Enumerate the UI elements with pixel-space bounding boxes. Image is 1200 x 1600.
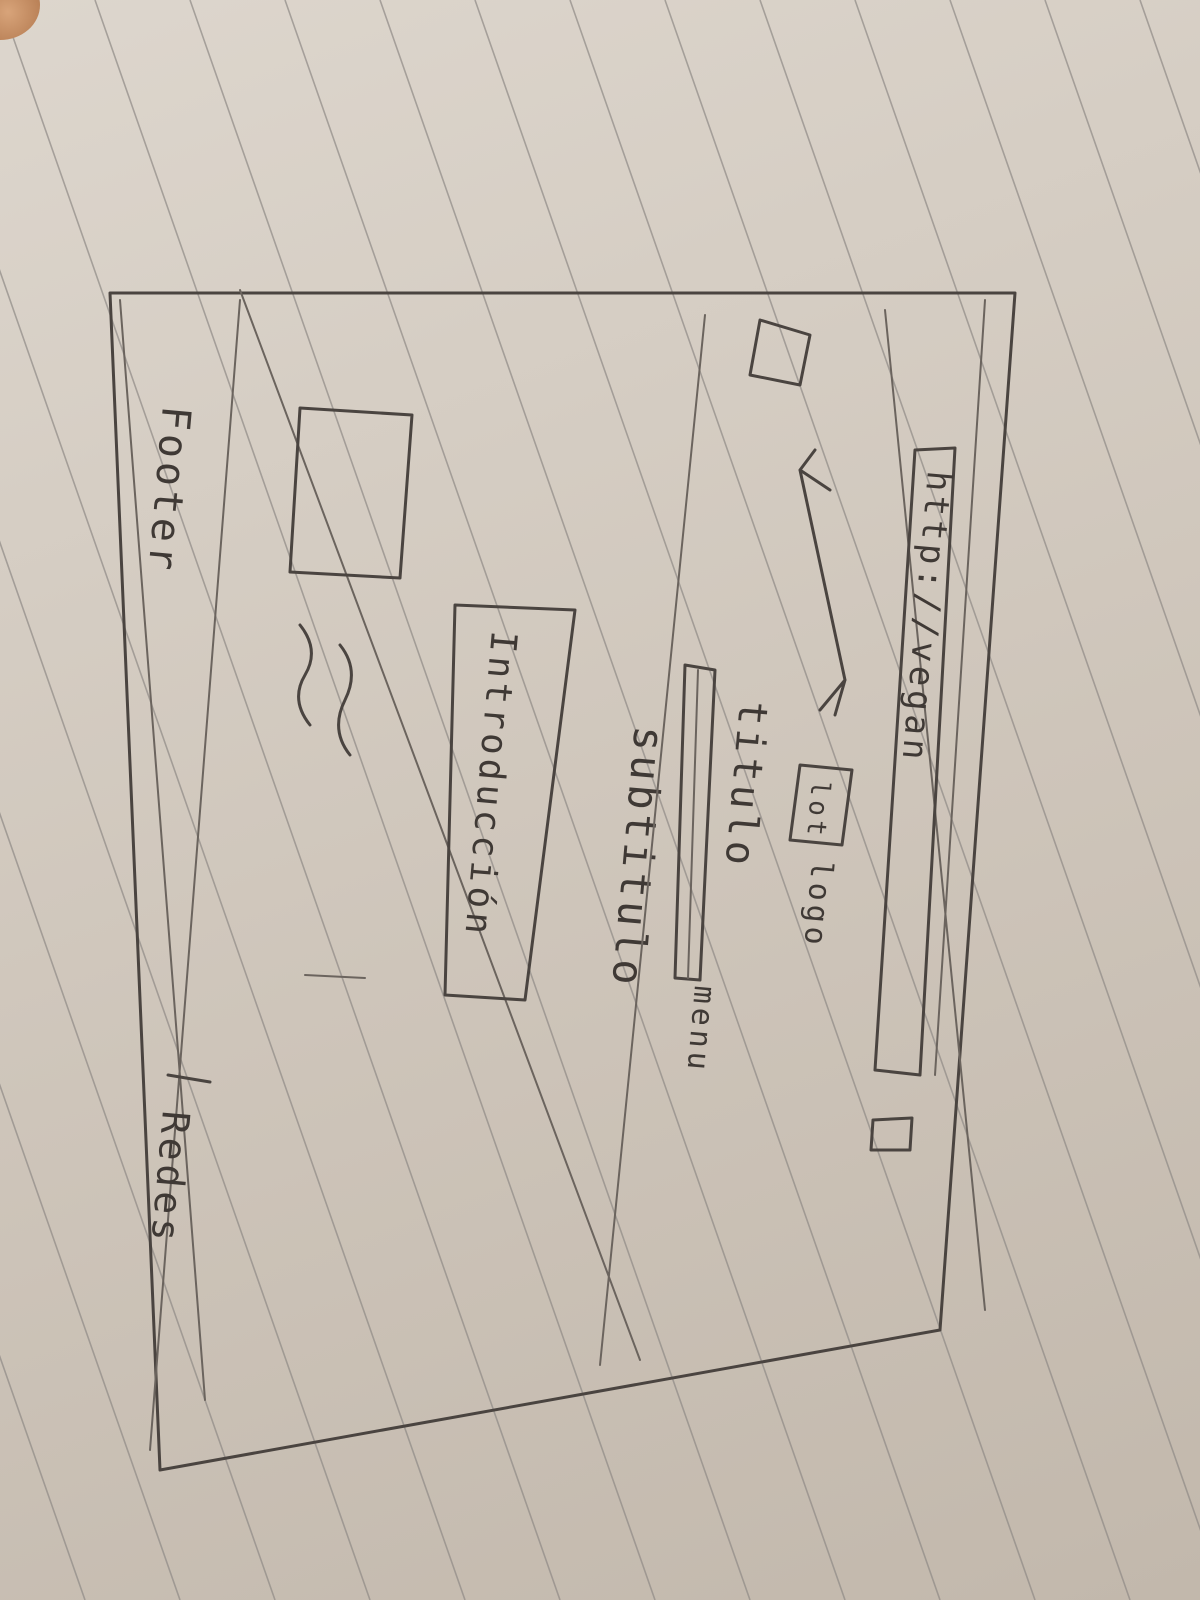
logo-box-text: lot: [800, 779, 835, 840]
menu-label: menu: [679, 984, 722, 1075]
paper-rule-line: [949, 0, 1200, 717]
social-links: Redes: [142, 1073, 212, 1247]
text-squiggle: [297, 623, 353, 757]
title-text: titulo: [715, 699, 776, 871]
logo-box: [788, 763, 854, 847]
intro-box: Introducción: [443, 603, 577, 1002]
paper-rule-line: [854, 0, 1200, 989]
paper-rule-line: [0, 811, 276, 1600]
divider-dash: [304, 974, 366, 979]
paper-rule-line: [474, 0, 1036, 1600]
image-placeholder: [288, 406, 414, 580]
url-bar: http://vegan: [873, 446, 959, 1077]
paper-rule-line: [664, 0, 1200, 1531]
window-button-icon: [869, 1116, 914, 1152]
content-cross: [239, 289, 706, 1366]
carousel-arrow-icon: [798, 448, 847, 717]
paper-rule-line: [1044, 0, 1200, 446]
paper-rule-line: [0, 540, 371, 1600]
small-square-icon: [748, 318, 812, 387]
paper-rule-line: [569, 0, 1131, 1600]
social-text: Redes: [142, 1109, 198, 1247]
page-frame: [108, 291, 1017, 1472]
paper-rule-line: [759, 0, 1200, 1260]
logo: lot logo: [788, 763, 854, 950]
paper-rule-line: [0, 1083, 181, 1600]
footer-cross: [119, 299, 241, 1451]
intro-box-text: Introducción: [456, 629, 524, 939]
paper-rule-line: [0, 0, 561, 1600]
logo-label: logo: [796, 859, 839, 950]
subtitle-text: subtitulo: [602, 724, 674, 991]
paper-rule-line: [284, 0, 846, 1600]
paper-rule-line: [94, 0, 656, 1600]
paper-rule-line: [0, 269, 466, 1600]
paper-rule-line: [189, 0, 751, 1600]
menu-bar: menu: [673, 663, 722, 1075]
paper-rule-line: [379, 0, 941, 1600]
footer-text: Footer: [138, 404, 199, 576]
